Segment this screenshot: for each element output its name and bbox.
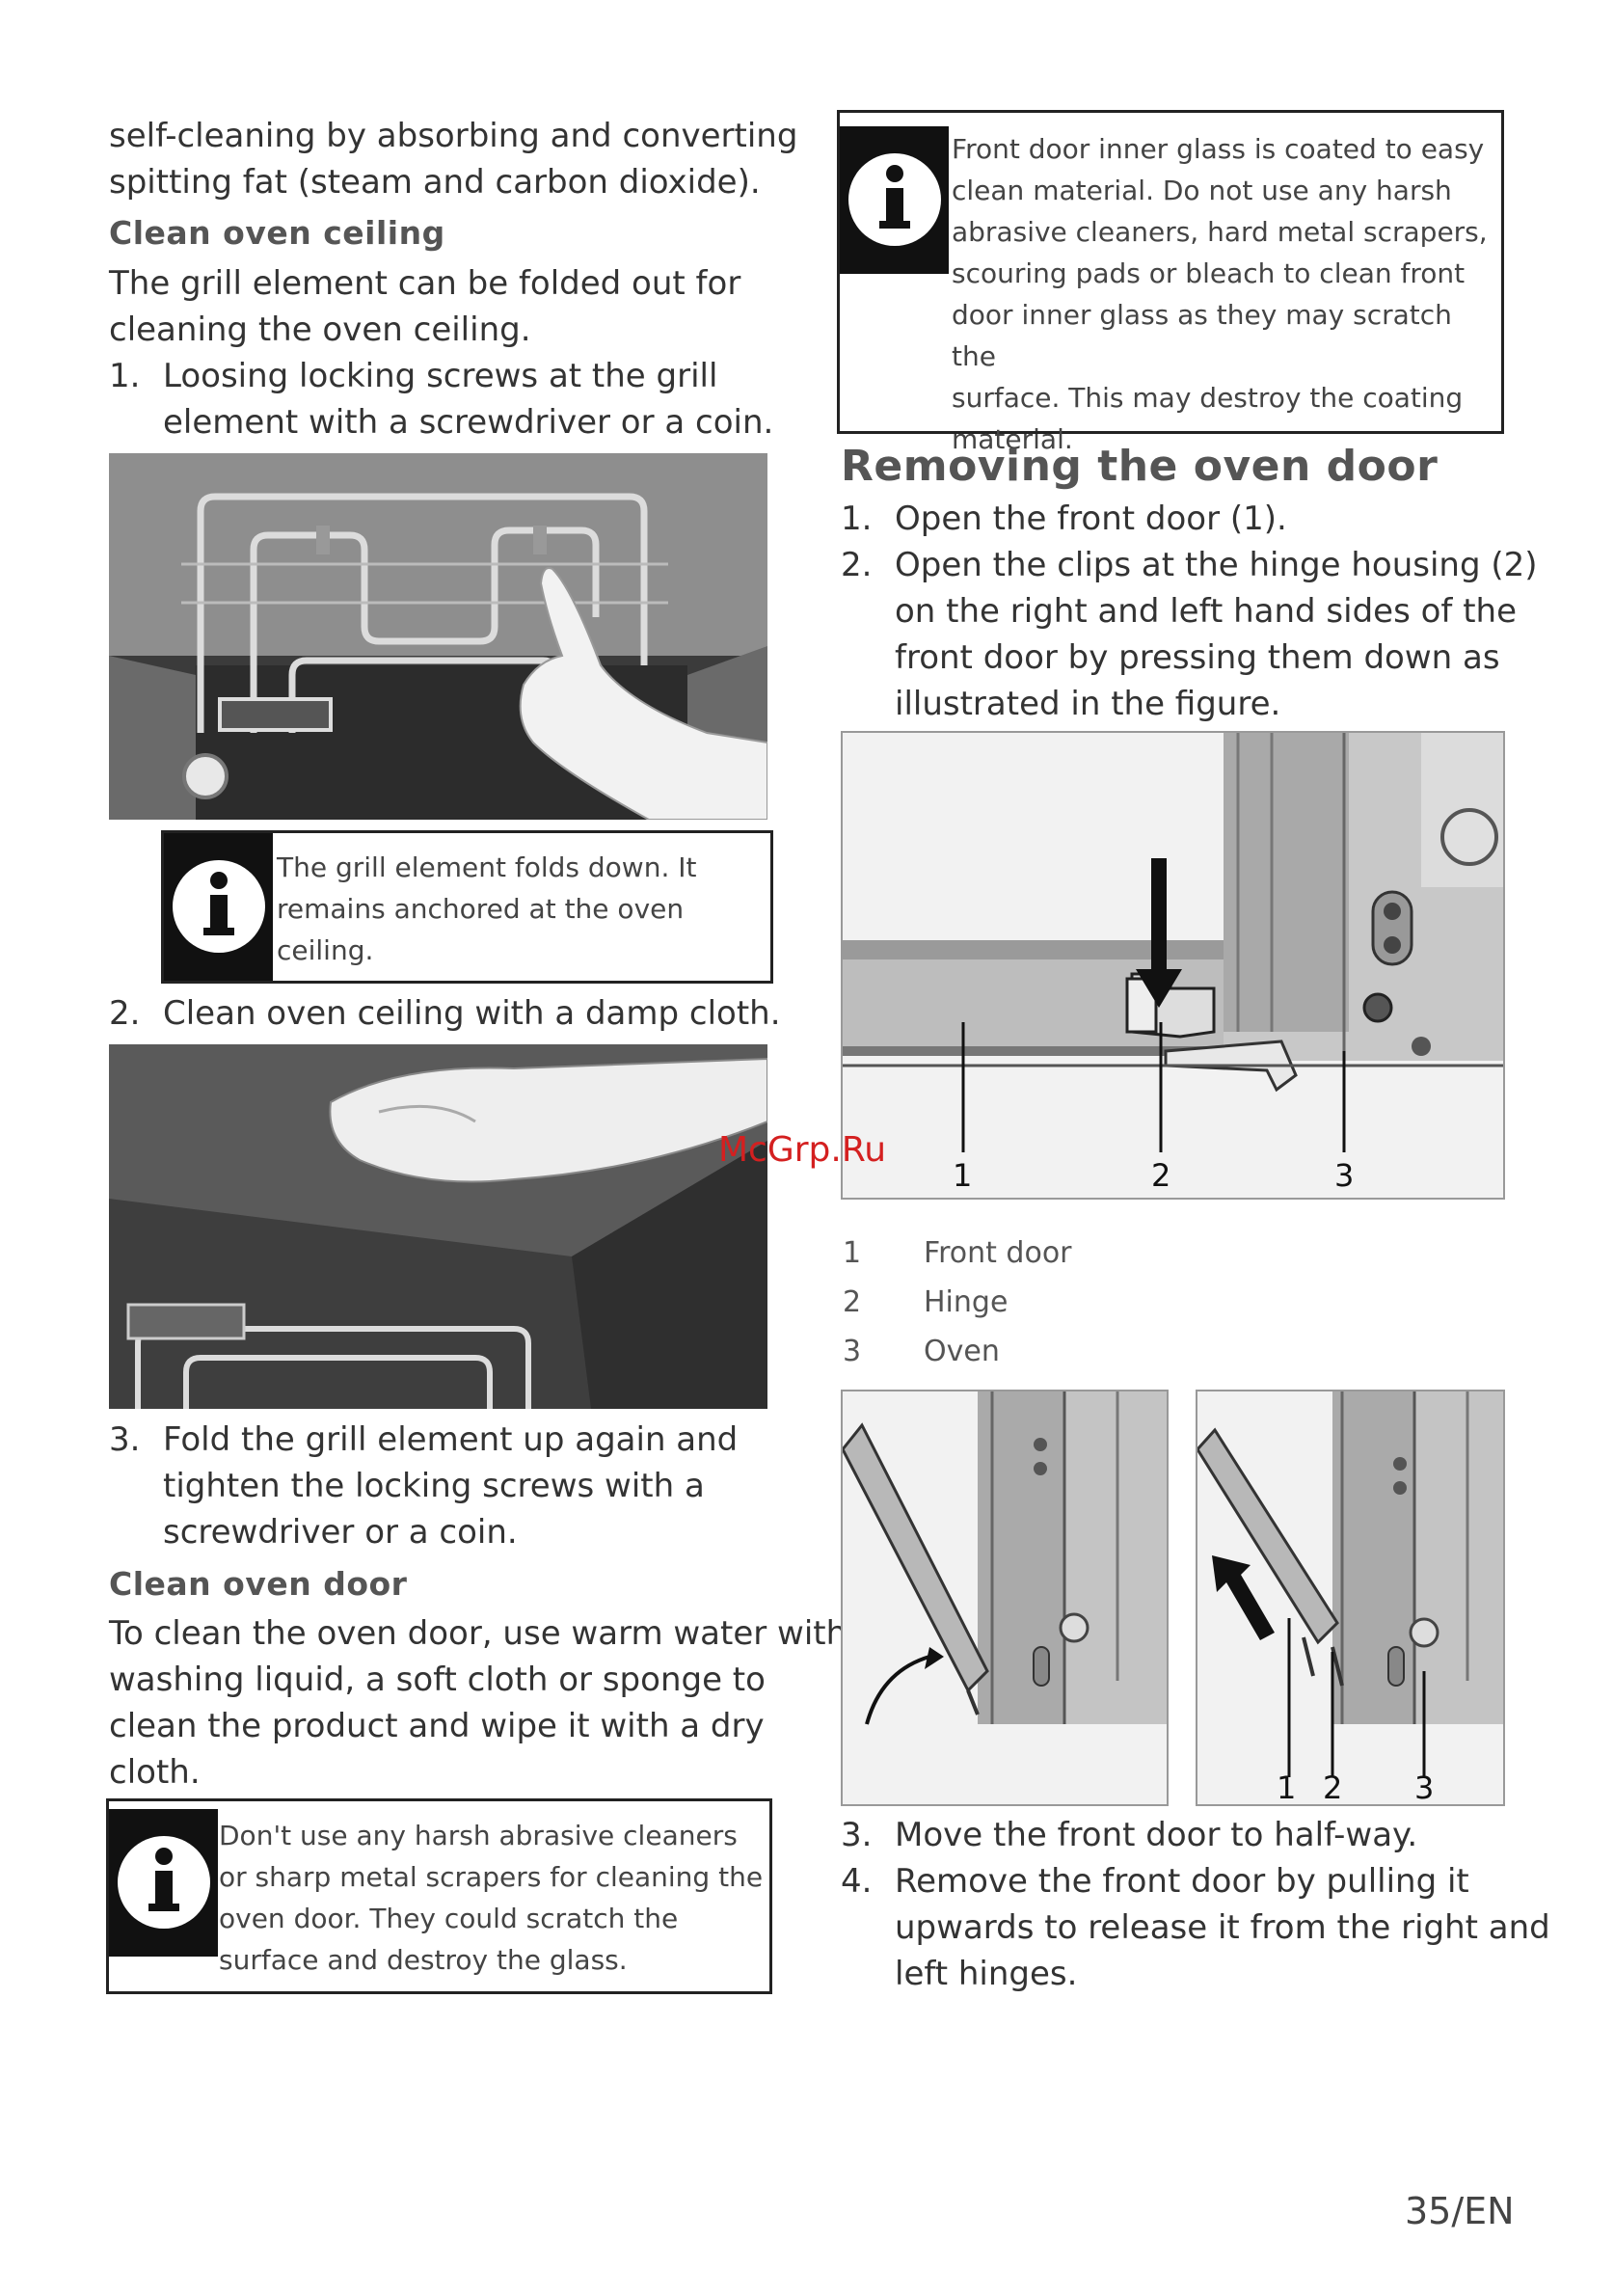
- page-number: 35/EN: [1405, 2190, 1515, 2232]
- info-icon: [840, 126, 949, 274]
- fig1-label-1: 1: [953, 1157, 973, 1194]
- info-icon: [109, 1809, 218, 1957]
- door-removal-figure: 1 2 3: [1196, 1390, 1505, 1806]
- heading-clean-oven-ceiling: Clean oven ceiling: [109, 214, 445, 252]
- ceiling-text: The grill element can be folded out for …: [109, 264, 741, 349]
- door-step-3: 3. Move the front door to half-way.: [841, 1816, 1418, 1854]
- heading-removing-oven-door: Removing the oven door: [841, 442, 1439, 491]
- grill-element-photo: [109, 453, 767, 820]
- door-text: To clean the oven door, use warm water w…: [109, 1614, 847, 1792]
- legend-num-1: 1: [843, 1236, 862, 1270]
- door-step-1: 1. Open the front door (1).: [841, 500, 1287, 538]
- note-grill-folds: The grill element folds down. It remains…: [161, 830, 773, 984]
- legend-num-3: 3: [843, 1335, 862, 1368]
- hinge-figure: 1 2 3: [841, 731, 1505, 1200]
- clean-ceiling-photo: [109, 1044, 767, 1409]
- door-step-4: 4. Remove the front door by pulling it u…: [841, 1862, 1550, 1993]
- fig2-label-3: 3: [1414, 1769, 1435, 1806]
- fig2-label-1: 1: [1277, 1769, 1297, 1806]
- info-icon: [164, 833, 273, 981]
- door-halfway-figure: [841, 1390, 1169, 1806]
- note-door-cleaners: Don't use any harsh abrasive cleaners or…: [106, 1798, 772, 1994]
- fig2-label-2: 2: [1323, 1769, 1343, 1806]
- fig1-label-3: 3: [1334, 1157, 1355, 1194]
- ceiling-step-3: 3. Fold the grill element up again and t…: [109, 1420, 739, 1552]
- ceiling-step-2: 2. Clean oven ceiling with a damp cloth.: [109, 994, 781, 1033]
- legend-text-3: Oven: [924, 1335, 1000, 1368]
- door-step-2: 2. Open the clips at the hinge housing (…: [841, 546, 1538, 723]
- legend-text-1: Front door: [924, 1236, 1072, 1270]
- watermark: McGrp.Ru: [718, 1130, 887, 1170]
- heading-clean-oven-door: Clean oven door: [109, 1565, 408, 1603]
- note-inner-glass: Front door inner glass is coated to easy…: [837, 110, 1504, 455]
- intro-text: self-cleaning by absorbing and convertin…: [109, 117, 798, 202]
- legend-num-2: 2: [843, 1285, 862, 1319]
- fig1-label-2: 2: [1151, 1157, 1171, 1194]
- legend-text-2: Hinge: [924, 1285, 1009, 1319]
